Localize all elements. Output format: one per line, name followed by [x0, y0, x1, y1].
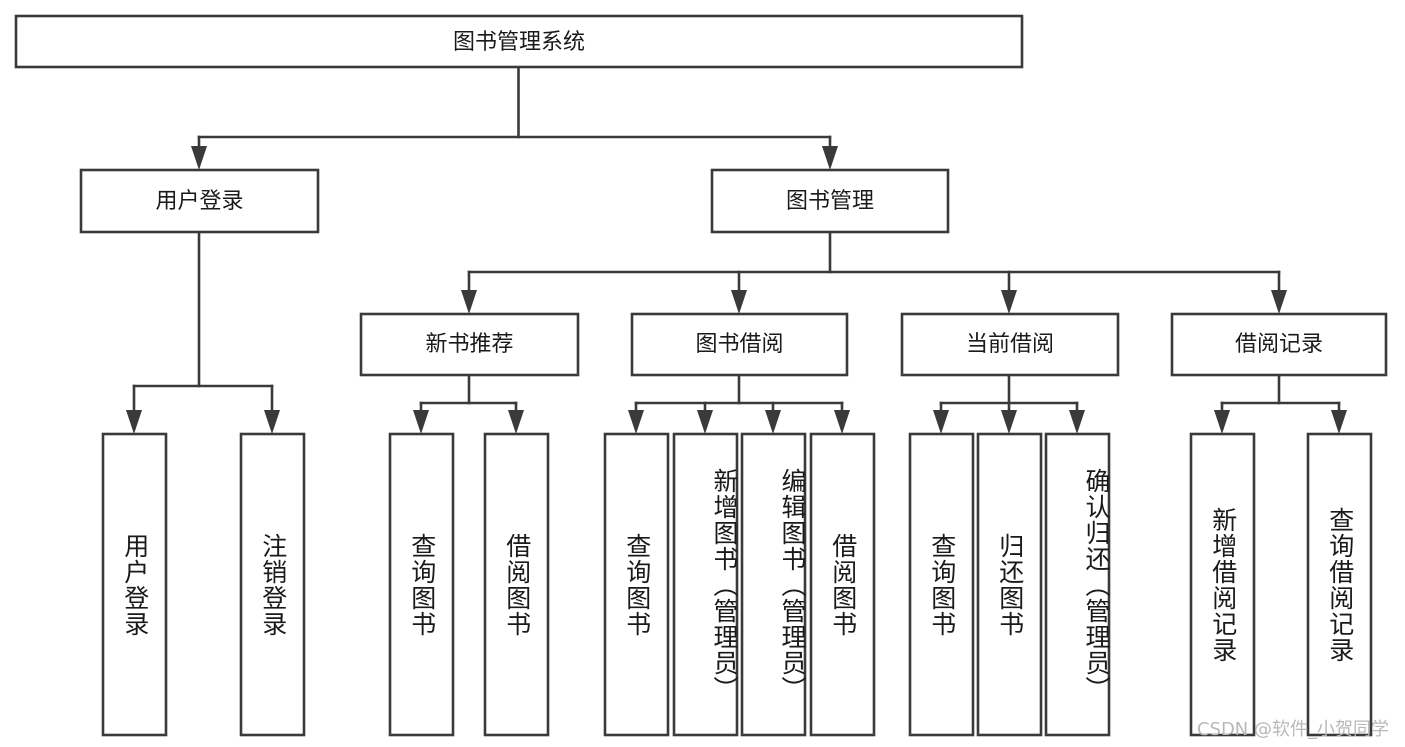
node-box-leaf-logout-login[interactable] [239, 432, 306, 737]
arrow-head-leaf-query-book-1 [413, 410, 429, 434]
node-box-book-borrow[interactable] [630, 312, 849, 377]
arrow-head-leaf-user-login [126, 410, 142, 434]
node-box-book-manage[interactable] [710, 168, 950, 234]
node-box-leaf-edit-book[interactable] [740, 432, 807, 737]
arrow-head-leaf-edit-book [765, 410, 781, 434]
arrow-head-leaf-borrow-book-2 [834, 410, 850, 434]
connector-group-borrow-record [1214, 373, 1347, 434]
node-box-borrow-record[interactable] [1170, 312, 1388, 377]
arrow-head-leaf-query-book-3 [933, 410, 949, 434]
node-label-title: 图书管理系统 [453, 30, 585, 55]
node-box-leaf-query-book-2[interactable] [603, 432, 670, 737]
connector-group-current-borrow [933, 373, 1085, 434]
node-box-leaf-add-book[interactable] [672, 432, 739, 737]
arrow-head-leaf-logout-login [264, 410, 280, 434]
node-box-leaf-query-book-1[interactable] [388, 432, 455, 737]
node-box-user-login[interactable] [79, 168, 320, 234]
arrow-head-user-login [191, 146, 207, 170]
connector-group-new-book-recommend [413, 373, 524, 434]
node-box-leaf-query-book-3[interactable] [908, 432, 975, 737]
node-box-new-book-recommend[interactable] [359, 312, 580, 377]
arrow-head-new-book-recommend [461, 290, 477, 314]
arrow-head-leaf-return-book [1001, 410, 1017, 434]
watermark-text: CSDN @软件_小贺同学 [1196, 719, 1389, 740]
arrow-head-current-borrow [1001, 290, 1017, 314]
node-label-user-login: 用户登录 [155, 189, 243, 214]
arrow-head-leaf-add-book [697, 410, 713, 434]
arrow-head-book-manage [822, 146, 838, 170]
connector-group-book-borrow [628, 373, 850, 434]
node-box-leaf-user-login[interactable] [101, 432, 168, 737]
connector-group-user-login [126, 230, 280, 434]
arrow-head-leaf-query-book-2 [628, 410, 644, 434]
node-box-title[interactable] [14, 14, 1024, 69]
node-box-current-borrow[interactable] [900, 312, 1120, 377]
node-label-book-borrow: 图书借阅 [695, 332, 783, 357]
node-label-current-borrow: 当前借阅 [966, 332, 1054, 357]
arrow-head-borrow-record [1271, 290, 1287, 314]
node-label-book-manage: 图书管理 [786, 189, 874, 214]
connector-group-book-manage [461, 230, 1287, 314]
arrow-head-leaf-borrow-book-1 [508, 410, 524, 434]
node-box-leaf-confirm-return[interactable] [1044, 432, 1111, 737]
node-box-leaf-borrow-book-1[interactable] [483, 432, 550, 737]
arrow-head-book-borrow [731, 290, 747, 314]
node-box-leaf-add-record[interactable] [1189, 432, 1256, 737]
node-box-leaf-query-record[interactable] [1306, 432, 1373, 737]
node-box-leaf-borrow-book-2[interactable] [809, 432, 876, 737]
arrow-head-leaf-confirm-return [1069, 410, 1085, 434]
arrow-head-leaf-add-record [1214, 410, 1230, 434]
arrow-head-leaf-query-record [1331, 410, 1347, 434]
node-box-leaf-return-book[interactable] [976, 432, 1043, 737]
node-label-new-book-recommend: 新书推荐 [425, 332, 513, 357]
connector-group-root [191, 65, 838, 170]
node-label-borrow-record: 借阅记录 [1235, 332, 1323, 357]
